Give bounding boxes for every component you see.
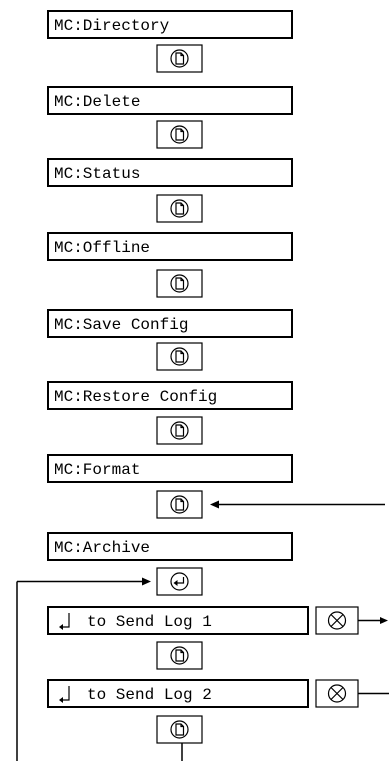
doc-key-icon[interactable]: [156, 416, 203, 445]
doc-key-icon[interactable]: [156, 194, 203, 223]
doc-key-icon[interactable]: [156, 120, 203, 149]
menu-item-label: MC:Restore Config: [54, 388, 217, 406]
menu-item-status[interactable]: MC:Status: [47, 158, 293, 187]
menu-item-label: MC:Directory: [54, 17, 170, 35]
enter-key-icon[interactable]: [156, 567, 203, 596]
menu-item-label: MC:Delete: [54, 93, 140, 111]
exit-arrow-connector: [358, 617, 388, 624]
send-log-2-item[interactable]: to Send Log 2: [47, 679, 309, 708]
menu-item-directory[interactable]: MC:Directory: [47, 10, 293, 39]
menu-item-format[interactable]: MC:Format: [47, 454, 293, 483]
doc-key-icon[interactable]: [156, 269, 203, 298]
doc-key-icon[interactable]: [156, 342, 203, 371]
cross-circle-icon[interactable]: [315, 679, 359, 708]
menu-item-archive[interactable]: MC:Archive: [47, 532, 293, 561]
menu-item-label: MC:Status: [54, 165, 140, 183]
send-log-1-item[interactable]: to Send Log 1: [47, 606, 309, 635]
return-arrow-icon: [62, 686, 70, 701]
cross-circle-icon[interactable]: [315, 606, 359, 635]
return-arrow-icon: [62, 613, 70, 628]
menu-item-label: MC:Archive: [54, 539, 150, 557]
menu-item-restore-config[interactable]: MC:Restore Config: [47, 381, 293, 410]
doc-key-icon[interactable]: [156, 641, 203, 670]
menu-item-delete[interactable]: MC:Delete: [47, 86, 293, 115]
return-arrow-connector: [210, 500, 385, 509]
doc-key-icon[interactable]: [156, 490, 203, 519]
menu-item-label: MC:Offline: [54, 239, 150, 257]
menu-item-label: to Send Log 1: [87, 613, 212, 631]
menu-item-save-config[interactable]: MC:Save Config: [47, 309, 293, 338]
menu-item-label: to Send Log 2: [87, 686, 212, 704]
loop-connector: [16, 577, 151, 761]
doc-key-icon[interactable]: [156, 715, 203, 744]
menu-item-offline[interactable]: MC:Offline: [47, 232, 293, 261]
menu-item-label: MC:Format: [54, 461, 140, 479]
doc-key-icon[interactable]: [156, 44, 203, 73]
menu-item-label: MC:Save Config: [54, 316, 188, 334]
